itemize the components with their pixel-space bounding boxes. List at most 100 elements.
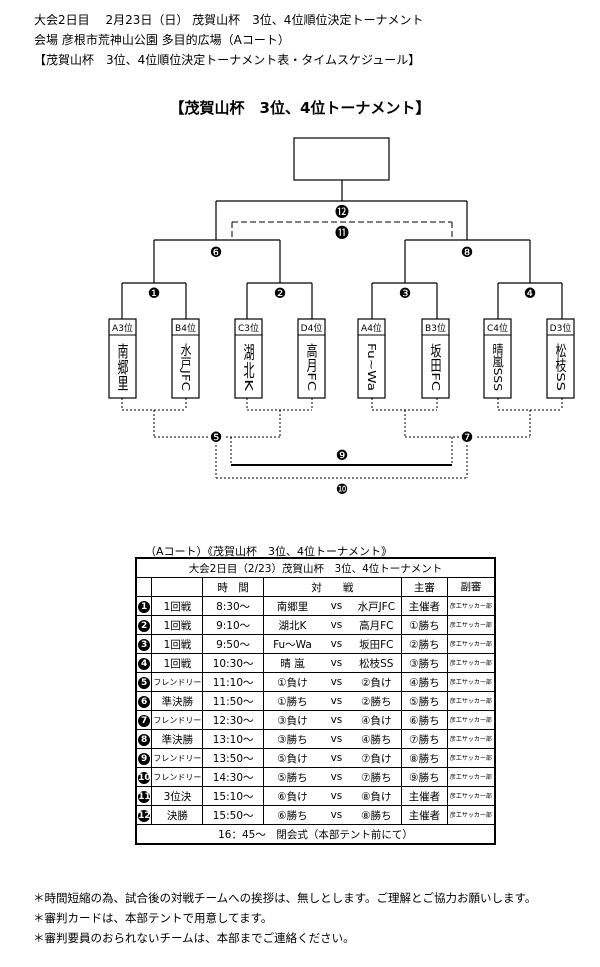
match-number: ❾ <box>336 448 349 464</box>
team-box <box>421 318 450 399</box>
match-number: 9 <box>135 748 153 768</box>
sub-referee: 彦工サッカー部 <box>446 691 496 711</box>
vs-label: vs <box>321 634 352 654</box>
time: 8:30～ <box>202 596 264 616</box>
team-a: 湖北K <box>262 615 322 635</box>
team-a: ⑤負け <box>262 748 322 768</box>
team-b: 水戸JFC <box>351 596 402 616</box>
team-seed: C4位 <box>487 322 508 334</box>
match-number-badge: 5 <box>138 676 151 689</box>
team-box <box>171 318 200 399</box>
match-number: ⓬ <box>335 205 349 221</box>
team-seed: B3位 <box>425 322 446 334</box>
tournament-bracket: A3位南郷里B4位水戸JFCC3位湖北KD4位高月FCA4位Fu~WaB3位坂田… <box>108 137 575 498</box>
team-name: 晴嵐SSS <box>491 343 504 391</box>
sub-referee: 彦工サッカー部 <box>446 672 496 692</box>
match-number: 7 <box>135 710 153 730</box>
time: 11:50～ <box>202 691 264 711</box>
team-seed: B4位 <box>175 322 196 334</box>
match-number-badge: 9 <box>138 752 151 765</box>
sub-referee: 彦工サッカー部 <box>446 710 496 730</box>
team-a: Fu～Wa <box>262 634 322 654</box>
time: 12:30～ <box>202 710 264 730</box>
round: 1回戦 <box>151 634 204 654</box>
match-number-badge: 8 <box>138 733 151 746</box>
sub-referee: 彦工サッカー部 <box>446 805 496 825</box>
match-number-badge: 4 <box>138 657 151 670</box>
team-a: ⑥勝ち <box>262 805 322 825</box>
team-a: 晴 嵐 <box>262 653 322 673</box>
match-number: ❿ <box>336 482 349 498</box>
team-name: 南郷里 <box>116 343 129 391</box>
match-number: ⓫ <box>335 226 349 242</box>
referee: ⑦勝ち <box>400 729 448 749</box>
header-time: 時 間 <box>202 577 264 597</box>
team-b: ②負け <box>351 672 402 692</box>
team-a: 南郷里 <box>262 596 322 616</box>
match-number: ❹ <box>524 286 537 302</box>
header-line-1: 大会2日目 2月23日（日） 茂賀山杯 3位、4位順位決定トーナメント <box>34 13 424 27</box>
sub-referee: 彦工サッカー部 <box>446 615 496 635</box>
round: フレンドリー <box>151 767 204 787</box>
team-b: ④勝ち <box>351 729 402 749</box>
match-number: 10 <box>135 767 153 787</box>
vs-label: vs <box>321 653 352 673</box>
time: 14:30～ <box>202 767 264 787</box>
team-b: 高月FC <box>351 615 402 635</box>
team-box <box>357 318 386 399</box>
match-number: ❻ <box>210 245 223 261</box>
schedule-title: 大会2日目（2/23）茂賀山杯 3位、4位トーナメント <box>135 557 496 578</box>
referee: ⑤勝ち <box>400 691 448 711</box>
team-a: ⑥負け <box>262 786 322 806</box>
team-b: ④負け <box>351 710 402 730</box>
round: フレンドリー <box>151 748 204 768</box>
round: 1回戦 <box>151 615 204 635</box>
time: 11:10～ <box>202 672 264 692</box>
vs-label: vs <box>321 767 352 787</box>
team-name: 高月FC <box>305 341 318 391</box>
header-referee: 主審 <box>400 577 448 597</box>
team-a: ①負け <box>262 672 322 692</box>
round: フレンドリー <box>151 672 204 692</box>
match-number: ❷ <box>274 286 287 302</box>
team-a: ③勝ち <box>262 729 322 749</box>
round: 1回戦 <box>151 653 204 673</box>
sub-referee: 彦工サッカー部 <box>446 596 496 616</box>
team-box <box>483 318 512 399</box>
referee: ①勝ち <box>400 615 448 635</box>
round: 決勝 <box>151 805 204 825</box>
time: 13:10～ <box>202 729 264 749</box>
match-number: 6 <box>135 691 153 711</box>
sub-referee: 彦工サッカー部 <box>446 748 496 768</box>
vs-label: vs <box>321 691 352 711</box>
team-b: ⑧勝ち <box>351 805 402 825</box>
team-seed: D3位 <box>550 322 572 334</box>
note-3: ＊審判要員のおられないチームは、本部までご連絡ください。 <box>33 931 355 945</box>
referee: ⑨勝ち <box>400 767 448 787</box>
team-b: ②勝ち <box>351 691 402 711</box>
team-b: ⑦勝ち <box>351 767 402 787</box>
team-a: ⑤勝ち <box>262 767 322 787</box>
vs-label: vs <box>321 748 352 768</box>
match-number: 12 <box>135 805 153 825</box>
round: 1回戦 <box>151 596 204 616</box>
match-number-badge: 6 <box>138 695 151 708</box>
referee: 主催者 <box>400 596 448 616</box>
team-seed: D4位 <box>301 322 323 334</box>
time: 9:50～ <box>202 634 264 654</box>
match-number: ❶ <box>148 286 161 302</box>
referee: ④勝ち <box>400 672 448 692</box>
vs-label: vs <box>321 786 352 806</box>
team-name: 松枝SS <box>554 341 567 391</box>
match-number-badge: 2 <box>138 619 151 632</box>
match-number-badge: 7 <box>138 714 151 727</box>
header-line-3: 【茂賀山杯 3位、4位順位決定トーナメント表・タイムスケジュール】 <box>34 53 421 67</box>
